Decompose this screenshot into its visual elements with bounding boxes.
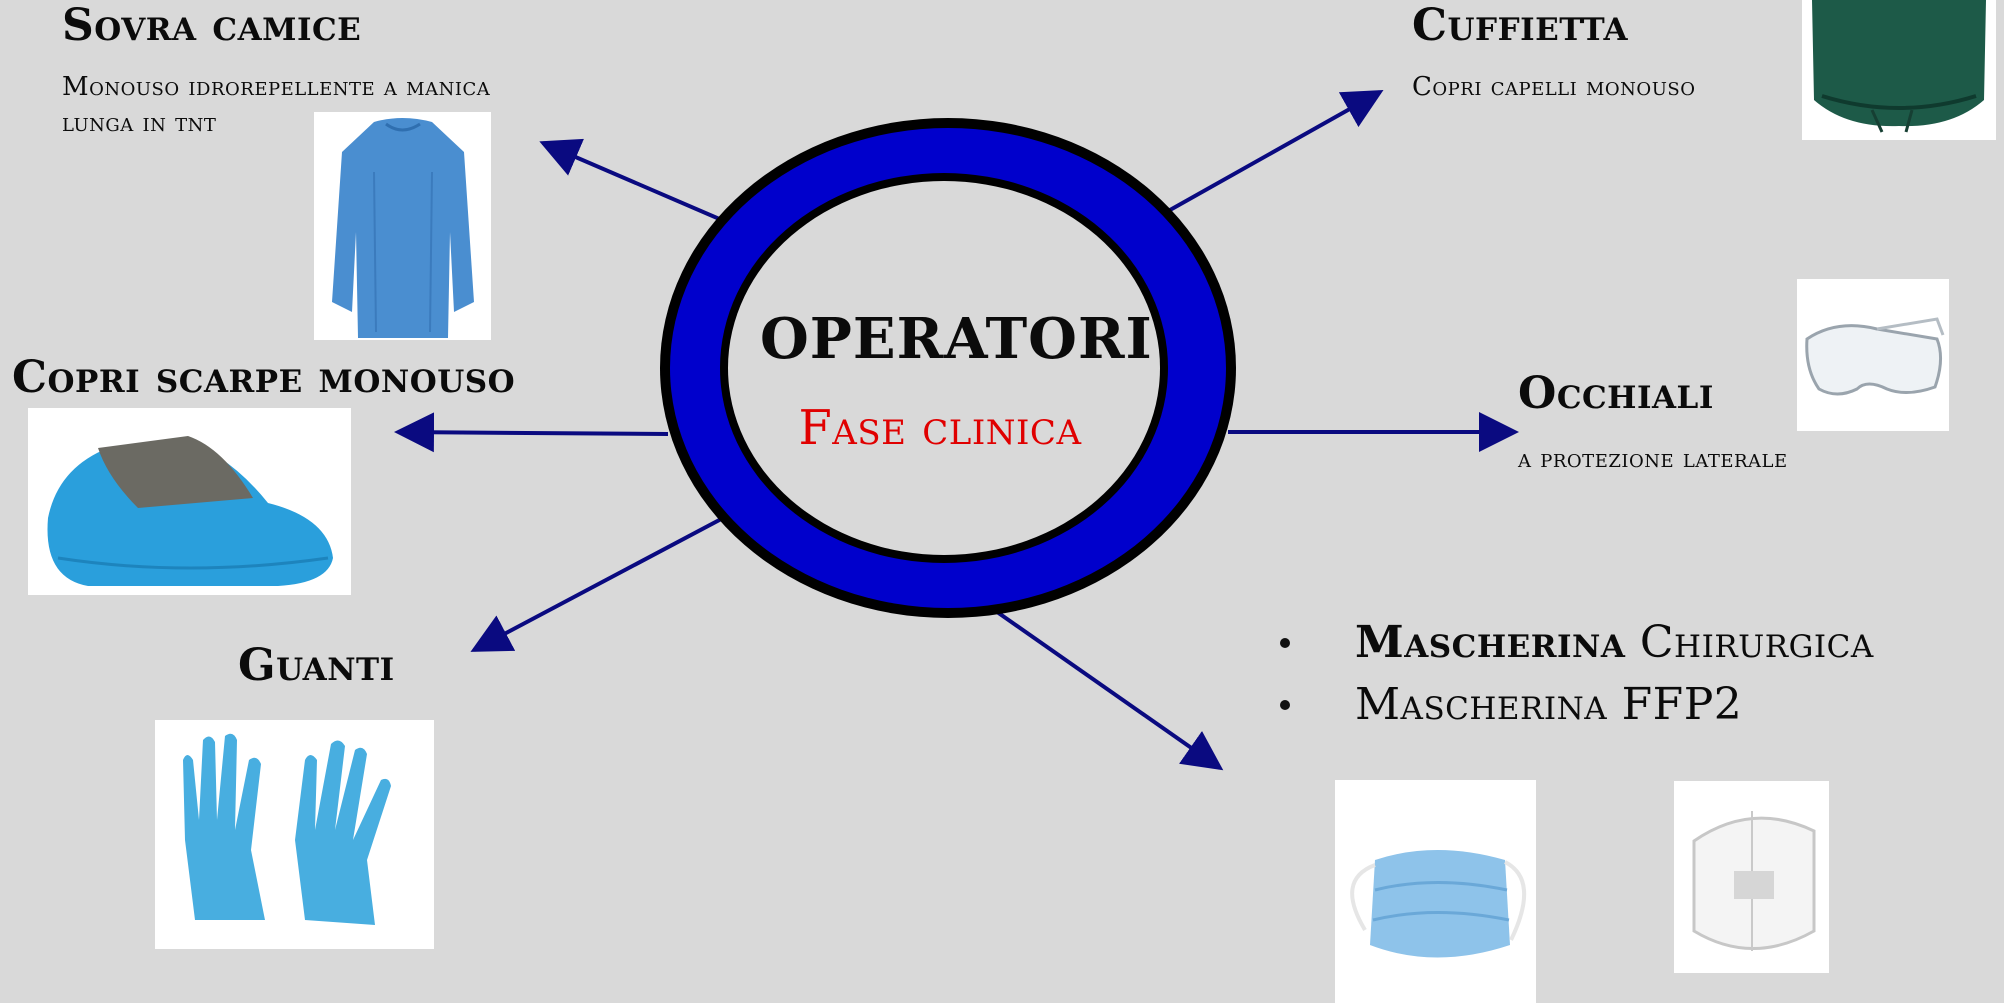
glasses-title: Occhiali (1518, 368, 1714, 419)
mask-item1-rest: Chirurgica (1625, 617, 1874, 668)
gown-desc-line2: lunga in tnt (62, 108, 217, 138)
mask-item1-bold: Mascherina (1355, 617, 1626, 668)
glasses-image (1797, 279, 1949, 431)
arrow-masks (978, 598, 1224, 771)
shoe-cover-image (28, 408, 351, 595)
center-subtitle: Fase clinica (798, 400, 1082, 456)
arrow-shoes (394, 412, 669, 453)
mask-list-item: Mascherina FFP2 (1270, 674, 1874, 736)
gown-title: Sovra camice (62, 0, 362, 51)
mask-item2: Mascherina FFP2 (1355, 679, 1743, 730)
arrow-cap (1169, 90, 1384, 212)
mask-list-item: Mascherina Chirurgica (1270, 612, 1874, 674)
central-ring (660, 118, 1236, 618)
cap-desc: Copri capelli monouso (1412, 72, 1696, 102)
gloves-title: Guanti (238, 640, 395, 691)
shoes-title: Copri scarpe monouso (12, 352, 516, 403)
arrow-gloves (470, 506, 743, 652)
bullet-icon (1280, 638, 1290, 648)
arrow-gown (539, 138, 746, 232)
center-title: OPERATORI (760, 306, 1153, 372)
gown-desc-line1: Monouso idrorepellente a manica (62, 72, 491, 102)
glasses-desc: a protezione laterale (1518, 444, 1788, 474)
mask-list: Mascherina Chirurgica Mascherina FFP2 (1270, 612, 1874, 736)
bullet-icon (1280, 700, 1290, 710)
surgical-mask-image (1335, 780, 1536, 1003)
cap-image (1802, 0, 1996, 140)
gown-image (314, 112, 491, 340)
cap-title: Cuffietta (1412, 0, 1629, 51)
gloves-image (155, 720, 434, 949)
ffp2-mask-image (1674, 781, 1829, 973)
